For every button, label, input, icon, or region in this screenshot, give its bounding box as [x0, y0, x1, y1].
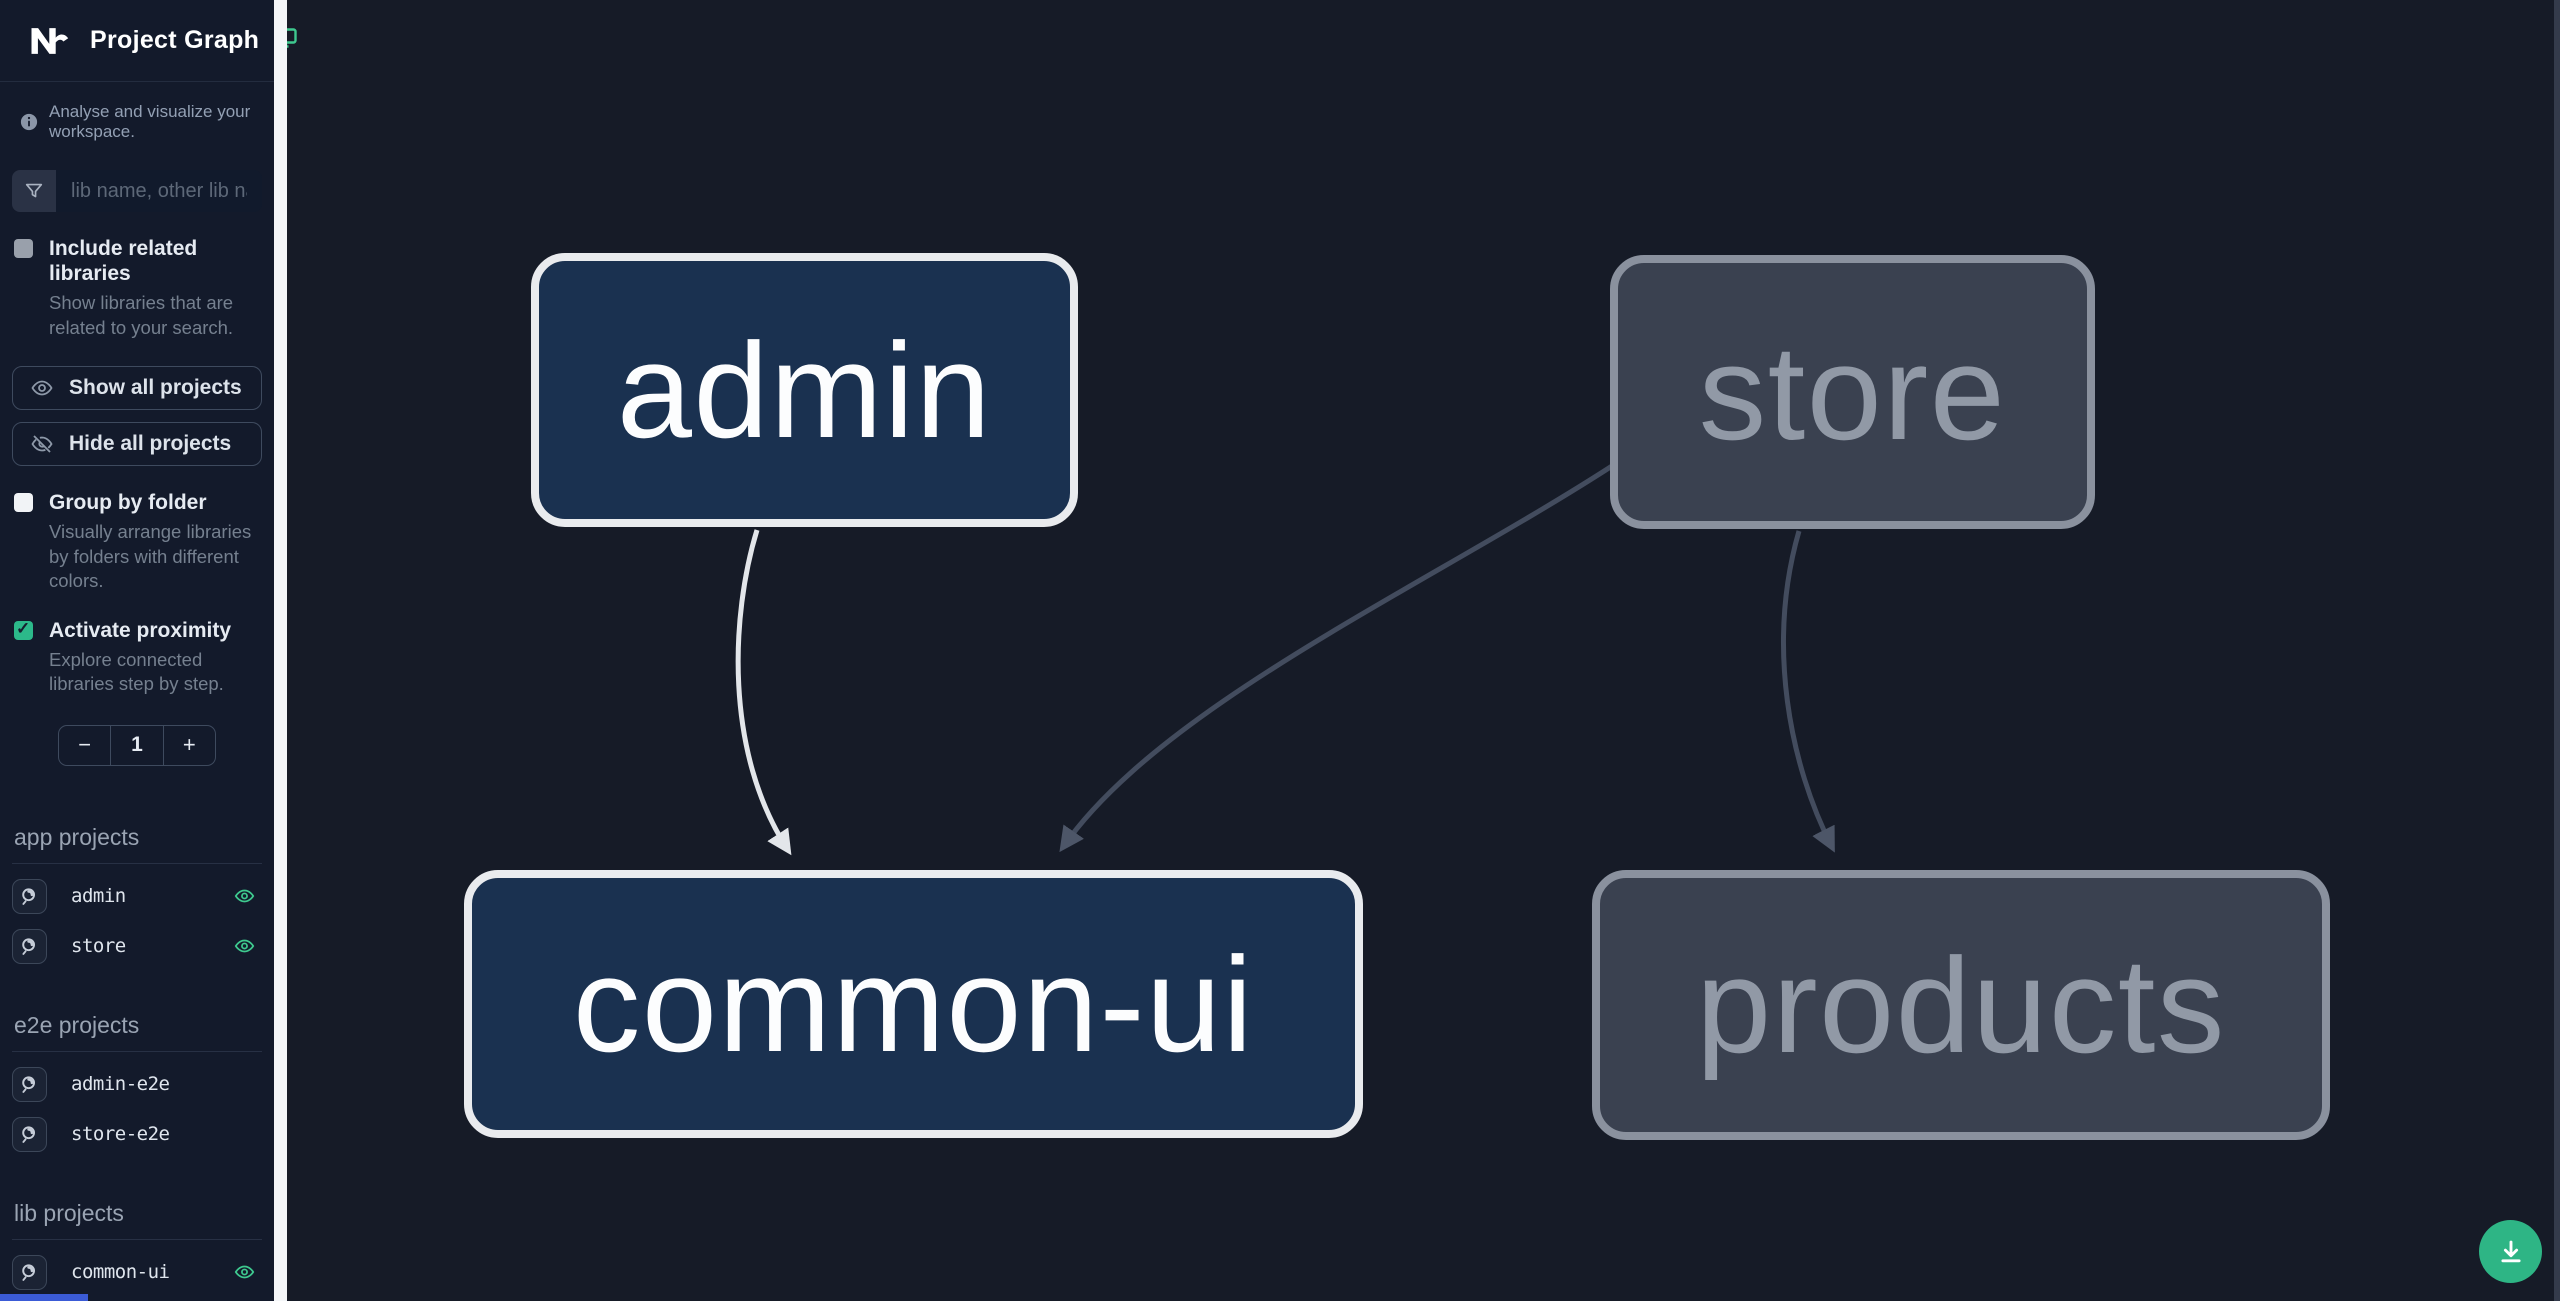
- activate-proximity-label: Activate proximity: [49, 618, 232, 642]
- graph-node-admin[interactable]: admin: [531, 253, 1078, 527]
- eye-icon: [31, 380, 53, 396]
- tagline-text: Analyse and visualize your workspace.: [49, 102, 251, 141]
- focus-project-icon[interactable]: [12, 878, 47, 914]
- focus-project-icon[interactable]: [12, 1254, 47, 1290]
- section-title: app projects: [12, 824, 262, 864]
- sidebar-canvas-divider[interactable]: [274, 0, 287, 1301]
- scrollbar[interactable]: [2554, 0, 2560, 1301]
- project-name: common-ui: [71, 1261, 170, 1284]
- activate-proximity-checkbox[interactable]: [14, 619, 33, 640]
- project-list-item[interactable]: common-ui: [12, 1254, 262, 1290]
- node-label: products: [1696, 929, 2226, 1081]
- include-related-description: Show libraries that are related to your …: [49, 292, 234, 338]
- search-box: [12, 170, 262, 212]
- include-related-row: Include related libraries Show libraries…: [0, 212, 274, 340]
- project-name: store: [71, 935, 126, 958]
- sidebar: Project Graph Analyse and visualize your…: [0, 0, 297, 1301]
- show-all-projects-button[interactable]: Show all projects: [12, 366, 262, 411]
- include-related-checkbox[interactable]: [14, 239, 33, 258]
- info-icon: [20, 113, 38, 131]
- toggle-visibility-eye-icon[interactable]: [232, 1261, 257, 1283]
- project-name: store-e2e: [71, 1123, 170, 1146]
- project-name: admin-e2e: [71, 1073, 170, 1096]
- graph-node-common-ui[interactable]: common-ui: [464, 870, 1363, 1138]
- proximity-decrement-button[interactable]: −: [59, 726, 110, 765]
- project-name: admin: [71, 885, 126, 908]
- edge-admin-to-common-ui[interactable]: [735, 529, 792, 856]
- project-list-item[interactable]: admin: [12, 878, 262, 914]
- activate-proximity-description: Explore connected libraries step by step…: [49, 648, 224, 695]
- tagline-row: Analyse and visualize your workspace.: [0, 82, 274, 148]
- app-title: Project Graph: [90, 26, 260, 54]
- search-input[interactable]: [56, 170, 262, 212]
- edge-store-to-products[interactable]: [1781, 530, 1835, 853]
- hide-all-projects-button[interactable]: Hide all projects: [12, 422, 262, 467]
- graph-node-store[interactable]: store: [1610, 255, 2095, 529]
- group-by-folder-description: Visually arrange libraries by folders wi…: [49, 521, 252, 592]
- graph-node-products[interactable]: products: [1592, 870, 2330, 1140]
- show-all-projects-label: Show all projects: [69, 376, 242, 400]
- node-label: common-ui: [572, 928, 1255, 1080]
- node-label: admin: [616, 314, 993, 466]
- include-related-label: Include related libraries: [49, 237, 198, 286]
- filter-icon: [12, 170, 56, 212]
- project-list-item[interactable]: store: [12, 928, 262, 964]
- focus-project-icon[interactable]: [12, 928, 47, 964]
- group-by-folder-label: Group by folder: [49, 491, 207, 515]
- toggle-visibility-eye-icon[interactable]: [232, 935, 257, 957]
- section-title: e2e projects: [12, 1012, 262, 1052]
- section-e2e: e2e projects admin-e2e store-e2e: [12, 1012, 262, 1152]
- activate-proximity-row: Activate proximity Explore connected lib…: [0, 594, 274, 697]
- sidebar-header: Project Graph: [0, 0, 297, 82]
- project-list-item[interactable]: store-e2e: [12, 1116, 262, 1152]
- section-app: app projects admin store: [12, 824, 262, 964]
- focus-project-icon[interactable]: [12, 1116, 47, 1152]
- focus-project-icon[interactable]: [12, 1066, 47, 1102]
- project-list-item[interactable]: admin-e2e: [12, 1066, 262, 1102]
- section-title: lib projects: [12, 1200, 262, 1240]
- hide-all-projects-label: Hide all projects: [69, 432, 232, 456]
- project-sections: app projects admin store e2e projects admin-…: [0, 824, 274, 1301]
- node-label: store: [1698, 316, 2007, 468]
- group-by-folder-row: Group by folder Visually arrange librari…: [0, 466, 274, 593]
- horizontal-scrollbar-thumb[interactable]: [0, 1294, 88, 1301]
- proximity-value: 1: [110, 725, 162, 765]
- group-by-folder-checkbox[interactable]: [14, 493, 33, 513]
- toggle-visibility-eye-icon[interactable]: [232, 885, 257, 907]
- proximity-stepper: − 1 +: [58, 724, 216, 766]
- edge-store-to-common-ui[interactable]: [1059, 463, 1614, 853]
- download-graph-button[interactable]: [2479, 1220, 2542, 1283]
- proximity-increment-button[interactable]: +: [162, 725, 215, 765]
- nx-logo: [26, 19, 70, 63]
- eye-off-icon: [31, 435, 53, 453]
- download-icon: [2500, 1240, 2521, 1262]
